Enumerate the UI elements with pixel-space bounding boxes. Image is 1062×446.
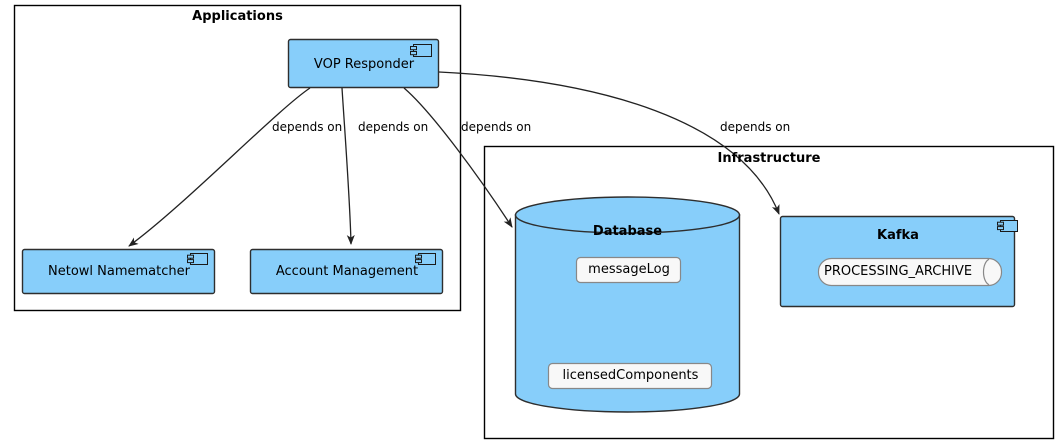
edge-label-vop-to-netowl: depends on [272, 120, 343, 134]
component-label-account-management: Account Management [275, 264, 419, 279]
component-label-database: Database [592, 224, 663, 239]
component-database[interactable] [514, 196, 741, 413]
database-item-label-licensed-components: licensedComponents [562, 368, 699, 383]
package-frame-infrastructure [483, 145, 1055, 440]
edge-vop-to-database [403, 87, 513, 228]
package-frame-applications [13, 4, 462, 312]
database-item-licensed-components-box[interactable] [547, 362, 713, 390]
component-label-netowl-namematcher: Netowl Namematcher [48, 264, 190, 279]
component-label-kafka: Kafka [877, 228, 919, 243]
edge-vop-to-netowl [128, 87, 311, 247]
package-title-applications: Applications [192, 9, 283, 24]
database-item-message-log-box[interactable] [575, 256, 682, 284]
uml-component-icon [410, 44, 432, 57]
uml-component-icon [415, 253, 436, 265]
edge-label-vop-to-database: depends on [461, 120, 532, 134]
edge-label-vop-to-kafka: depends on [720, 120, 791, 134]
package-title-infrastructure: Infrastructure [717, 151, 821, 166]
kafka-item-processing-archive-shape[interactable] [817, 257, 1003, 287]
edge-label-vop-to-account: depends on [358, 120, 429, 134]
component-netowl-namematcher[interactable] [21, 248, 216, 295]
edge-vop-to-account [341, 87, 355, 245]
component-vop-responder[interactable] [287, 38, 440, 89]
edge-vop-to-kafka [438, 71, 780, 215]
component-label-vop-responder: VOP Responder [313, 57, 415, 72]
component-account-management[interactable] [249, 248, 444, 295]
database-item-label-message-log: messageLog [588, 262, 670, 277]
uml-component-icon [187, 253, 208, 265]
uml-component-icon [997, 220, 1018, 232]
kafka-item-label-processing-archive: PROCESSING_ARCHIVE [824, 264, 973, 279]
